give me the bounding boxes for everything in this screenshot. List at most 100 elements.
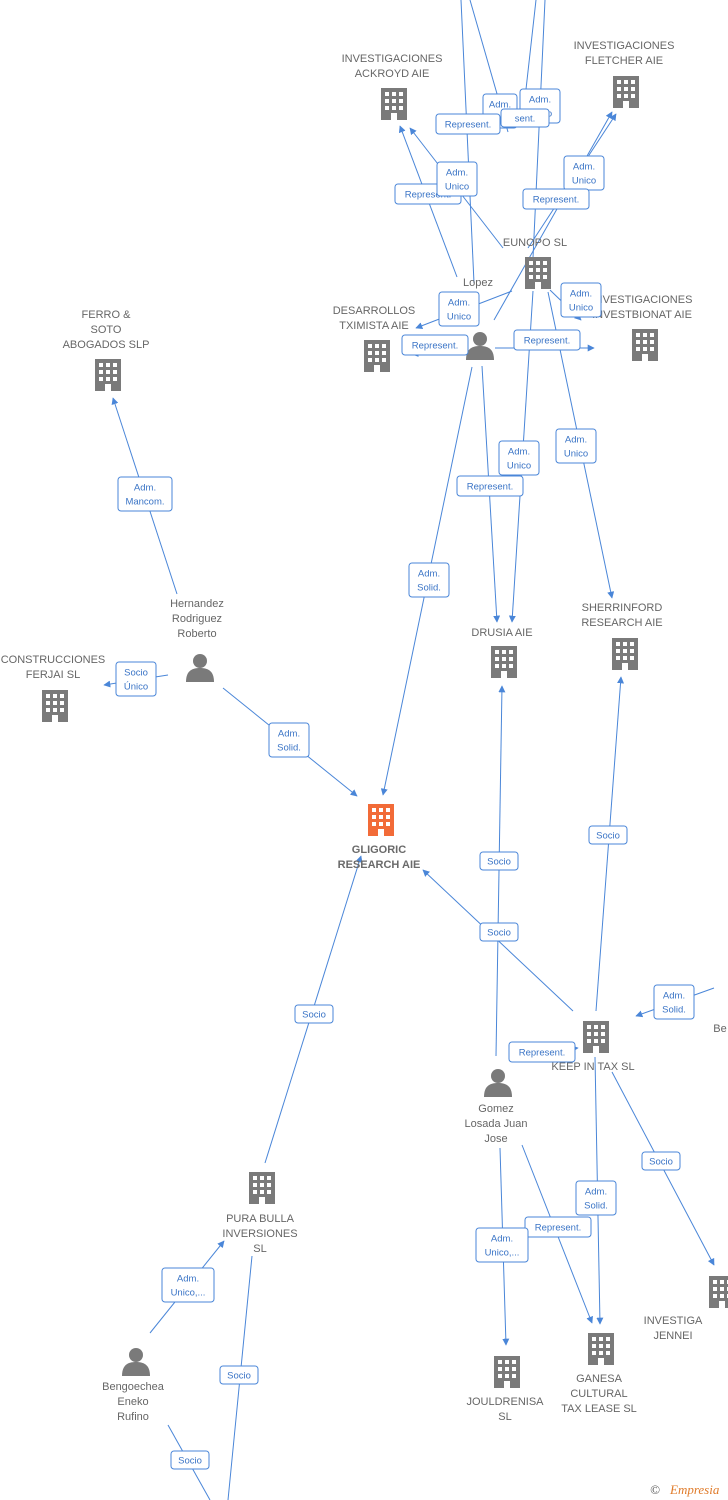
edge-label-text: Represent.	[535, 1223, 581, 1234]
edge-label-lopez-fletcher[interactable]: Represent.	[522, 188, 590, 210]
edge-label-be-keepintax[interactable]: Adm.Solid.	[653, 984, 695, 1020]
node-eunopo[interactable]: EUNOPO SL	[503, 237, 567, 289]
edge-label-text: Unico	[564, 449, 588, 460]
edge-label-keepintax-ganesa[interactable]: Adm.Solid.	[575, 1180, 617, 1216]
node-label: SHERRINFORD	[582, 602, 663, 614]
node-keepintax[interactable]: KEEP IN TAX SL	[551, 1021, 635, 1073]
node-drusia[interactable]: DRUSIA AIE	[471, 627, 533, 678]
node-label: Be	[713, 1023, 726, 1035]
edge-label-keepintax-sherrinford[interactable]: Socio	[588, 825, 628, 845]
edge-label-keepintax-gligoric[interactable]: Socio	[479, 922, 519, 942]
node-label: INVESTIGACIONES	[592, 294, 693, 306]
edge-label-eunopo-fletcher[interactable]: Adm. Unico	[563, 155, 605, 191]
edge-offscreen-0	[460, 0, 475, 284]
edge-lopez-fletcher	[493, 111, 613, 321]
edge-label-text: Socio	[649, 1157, 673, 1168]
edge-label-keepintax-jenner[interactable]: Socio	[641, 1151, 681, 1171]
node-label: DRUSIA AIE	[471, 627, 532, 639]
edge-label-text: Adm.	[565, 435, 587, 446]
edge-label-text: Adm.	[448, 298, 470, 309]
node-label: INVESTIGACIONES	[574, 40, 675, 52]
node-label: SOTO	[91, 324, 122, 336]
edge-label-text: Represent.	[405, 190, 451, 201]
node-label: FERRO &	[82, 309, 132, 321]
building-icon	[525, 257, 551, 289]
person-icon	[122, 1348, 150, 1376]
building-icon	[368, 804, 394, 836]
edge-label-gomez-jouldrenisa[interactable]: Adm.Unico,...	[475, 1227, 529, 1263]
building-icon	[709, 1276, 728, 1308]
edge-label-hernandez-gligoric[interactable]: Adm.Solid.	[268, 722, 310, 758]
edge-label-text: Unico	[572, 176, 596, 187]
edge-label-text: Adm.	[573, 162, 595, 173]
edge-label-gomez-drusia[interactable]: Socio	[479, 851, 519, 871]
edge-label-text: Adm.	[177, 1274, 199, 1285]
edge-label-purabulla-gligoric[interactable]: Socio	[294, 1004, 334, 1024]
edge-label-bengoechea-purabulla[interactable]: Adm.Unico,...	[161, 1267, 215, 1303]
edge-label-eunopo-ackroyd[interactable]: Adm.Unico	[436, 161, 478, 197]
edge-label-text: Adm.	[489, 100, 511, 111]
edge-label-offscreen-3[interactable]: sent.	[500, 108, 550, 128]
edge-label-eunopo-drusia[interactable]: Adm.Unico	[498, 440, 540, 476]
edge-label-lopez-drusia[interactable]: Represent.	[456, 475, 524, 497]
building-icon	[632, 329, 658, 361]
node-label: INVESTBIONAT AIE	[592, 309, 692, 321]
edge-labels-layer: Represent.Adm.UnicoAdm.UnicoRepresent.Ad…	[115, 88, 695, 1470]
edge-label-text: Adm.	[663, 991, 685, 1002]
edge-label-offscreen-2[interactable]: Represent.	[435, 113, 501, 135]
edge-label-purabulla-offscreen[interactable]: Socio	[219, 1365, 259, 1385]
node-label: CULTURAL	[570, 1388, 627, 1400]
edge-label-text: Solid.	[277, 743, 301, 754]
edge-label-text: Socio	[227, 1371, 251, 1382]
node-investbionat[interactable]: INVESTIGACIONES INVESTBIONAT AIE	[592, 294, 693, 361]
edge-label-eunopo-investbionat[interactable]: Adm.Unico	[560, 282, 602, 318]
node-label: RESEARCH AIE	[338, 859, 421, 871]
edge-label-lopez-gligoric[interactable]: Adm.Solid.	[408, 562, 450, 598]
node-label: JOULDRENISA	[466, 1396, 544, 1408]
edge-label-text: Represent.	[412, 341, 458, 352]
building-icon	[583, 1021, 609, 1053]
edge-label-lopez-investbionat[interactable]: Represent.	[513, 329, 581, 351]
node-label: Roberto	[177, 628, 216, 640]
node-be[interactable]: Be	[713, 977, 728, 1035]
node-label: EUNOPO SL	[503, 237, 567, 249]
building-icon	[613, 76, 639, 108]
edge-label-text: Represent.	[519, 1048, 565, 1059]
node-label: Rodriguez	[172, 613, 222, 625]
edge-label-lopez-txmista[interactable]: Represent.	[401, 334, 469, 356]
edge-label-text: Adm.	[529, 95, 551, 106]
node-label: Rufino	[117, 1411, 149, 1423]
person-icon	[186, 654, 214, 682]
edge-label-eunopo-sherrinford[interactable]: Adm. Unico	[555, 428, 597, 464]
node-label: Eneko	[117, 1396, 148, 1408]
edge-label-text: Socio	[596, 831, 620, 842]
edge-label-eunopo-txmista[interactable]: Adm. Unico	[438, 291, 480, 327]
edge-label-bengoechea-offscreen[interactable]: Socio	[170, 1450, 210, 1470]
edge-label-text: Unico,...	[485, 1248, 520, 1259]
node-label: SL	[253, 1243, 266, 1255]
edge-label-text: Adm.	[418, 569, 440, 580]
node-lopez[interactable]: Lopez	[463, 277, 494, 360]
edge-label-gomez-ganesa[interactable]: Represent.	[524, 1216, 592, 1238]
edge-label-text: Unico	[507, 461, 531, 472]
edge-label-gomez-keepintax[interactable]: Represent.	[508, 1041, 576, 1063]
edge-label-text: Unico	[447, 312, 471, 323]
edge-label-hernandez-ferro[interactable]: Adm.Mancom.	[117, 476, 173, 512]
